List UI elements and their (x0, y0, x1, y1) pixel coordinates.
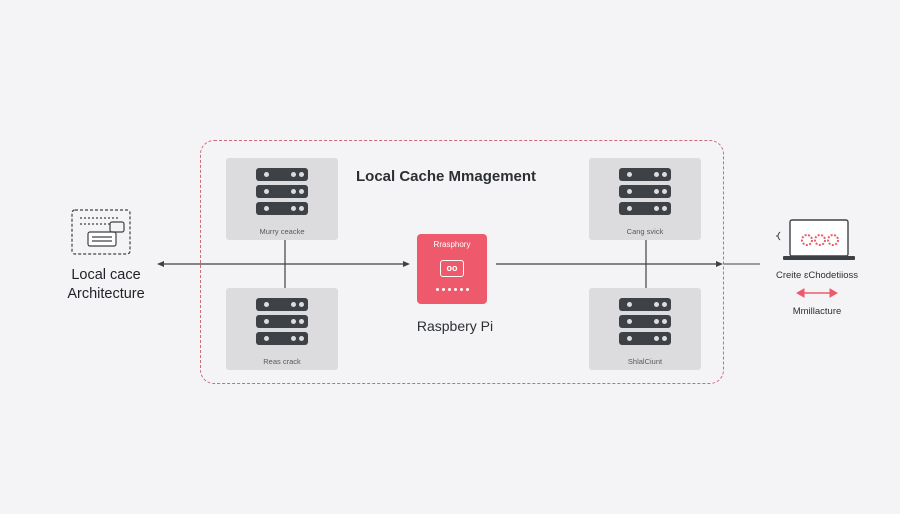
server-card-top-left: Murry ceacke (226, 158, 338, 240)
right-node-label: Creite ɛChodetiioss (776, 270, 858, 281)
server-label: ShlalCiunt (627, 357, 663, 366)
server-card-top-right: Cang svick (589, 158, 701, 240)
chip-icon: oo (440, 260, 464, 277)
right-arrow-head (716, 261, 723, 267)
server-label: Cang svick (626, 227, 664, 236)
left-node-line1: Local cace (71, 267, 141, 283)
pi-dots (436, 288, 469, 291)
server-card-bottom-left: Reas crack (226, 288, 338, 370)
diagram-title: Local Cache Mmagement (356, 168, 537, 185)
server-card-bottom-right: ShlalCiunt (589, 288, 701, 370)
bidirectional-arrow-icon (795, 288, 839, 298)
left-node-label: Local cace Architecture (50, 266, 162, 304)
terminal-keyboard-icon (71, 209, 131, 255)
raspberry-pi-node: Rrasphory oo (417, 234, 487, 304)
server-stack-icon (256, 168, 308, 219)
server-label: Reas crack (263, 357, 301, 366)
left-node-line2: Architecture (67, 286, 145, 302)
pi-caption: Rrasphory (433, 240, 471, 249)
right-node-sub-label: Mmillacture (792, 306, 842, 317)
left-arrow-head-right (403, 261, 410, 267)
laptop-icon (776, 219, 855, 260)
raspberry-pi-label: Raspbery Pi (416, 318, 494, 334)
server-stack-icon (256, 298, 308, 349)
cache-management-frame (200, 140, 724, 384)
server-label: Murry ceacke (259, 227, 305, 236)
left-arrow-head-left (157, 261, 164, 267)
server-stack-icon (619, 298, 671, 349)
server-stack-icon (619, 168, 671, 219)
